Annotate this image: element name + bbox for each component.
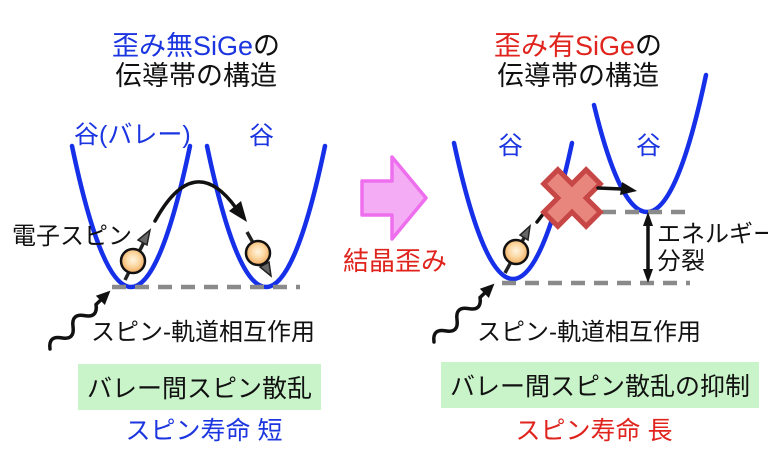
- electron-ball-right: [244, 239, 272, 267]
- electron-ball-right-panel: [502, 238, 530, 266]
- spin-orbit-wavy-arrow-right: [432, 283, 495, 344]
- energy-split-label: エネルギー 分裂: [657, 221, 768, 275]
- energy-split-label-line1: エネルギー: [657, 221, 768, 248]
- intervalley-scattering-arrowhead-icon: [229, 201, 247, 222]
- right-title: 歪み有SiGeの 伝導帯の構造: [470, 31, 686, 91]
- left-title-highlight: 歪み無SiGe: [111, 31, 254, 61]
- electron-spin-label: 電子スピン: [12, 223, 132, 250]
- left-valley-curve-2: [204, 143, 328, 289]
- energy-split-arrowhead-top-icon: [643, 212, 653, 226]
- left-valley-label-1: 谷(バレー): [74, 121, 191, 149]
- spin-orbit-wavy-arrow-left: [48, 290, 111, 351]
- right-valley-label-2: 谷: [636, 132, 662, 160]
- right-title-suffix: の: [635, 31, 663, 61]
- left-title: 歪み無SiGeの 伝導帯の構造: [88, 31, 304, 91]
- spin-orbit-label-left: スピン-軌道相互作用: [91, 319, 315, 346]
- right-valley-label-1: 谷: [498, 132, 524, 160]
- right-valley-curve-2-raised: [591, 72, 709, 215]
- right-title-line2: 伝導帯の構造: [497, 61, 659, 91]
- lifetime-label-right: スピン寿命 長: [515, 417, 673, 445]
- right-title-highlight: 歪み有SiGe: [493, 31, 636, 61]
- right-title-line1: 歪み有SiGeの: [470, 31, 686, 61]
- scattering-arrow-after-cross: [596, 186, 624, 191]
- spin-arrowhead-up-right-panel-icon: [518, 224, 532, 242]
- left-valley-label-2: 谷: [249, 122, 275, 150]
- crystal-strain-label: 結晶歪み: [342, 246, 447, 276]
- scattering-arrowhead-after-cross-icon: [620, 182, 637, 195]
- intervalley-scattering-arrow: [153, 180, 238, 223]
- result-box-left: バレー間スピン散乱: [78, 364, 322, 410]
- left-valley-curve-1: [69, 143, 193, 289]
- energy-split-arrowhead-bottom-icon: [643, 269, 653, 283]
- left-title-line2: 伝導帯の構造: [115, 61, 277, 91]
- lifetime-label-left: スピン寿命 短: [125, 417, 283, 445]
- spin-arrowhead-up-icon: [136, 228, 152, 247]
- left-title-line1: 歪み無SiGeの: [88, 31, 304, 61]
- energy-split-label-line2: 分裂: [657, 248, 705, 275]
- spin-orbit-label-right: スピン-軌道相互作用: [477, 319, 701, 346]
- result-box-right: バレー間スピン散乱の抑制: [441, 362, 760, 408]
- blocked-cross-icon: [540, 166, 604, 230]
- left-title-suffix: の: [253, 31, 281, 61]
- electron-ball-left: [119, 247, 147, 275]
- strain-block-arrow-icon: [360, 155, 428, 241]
